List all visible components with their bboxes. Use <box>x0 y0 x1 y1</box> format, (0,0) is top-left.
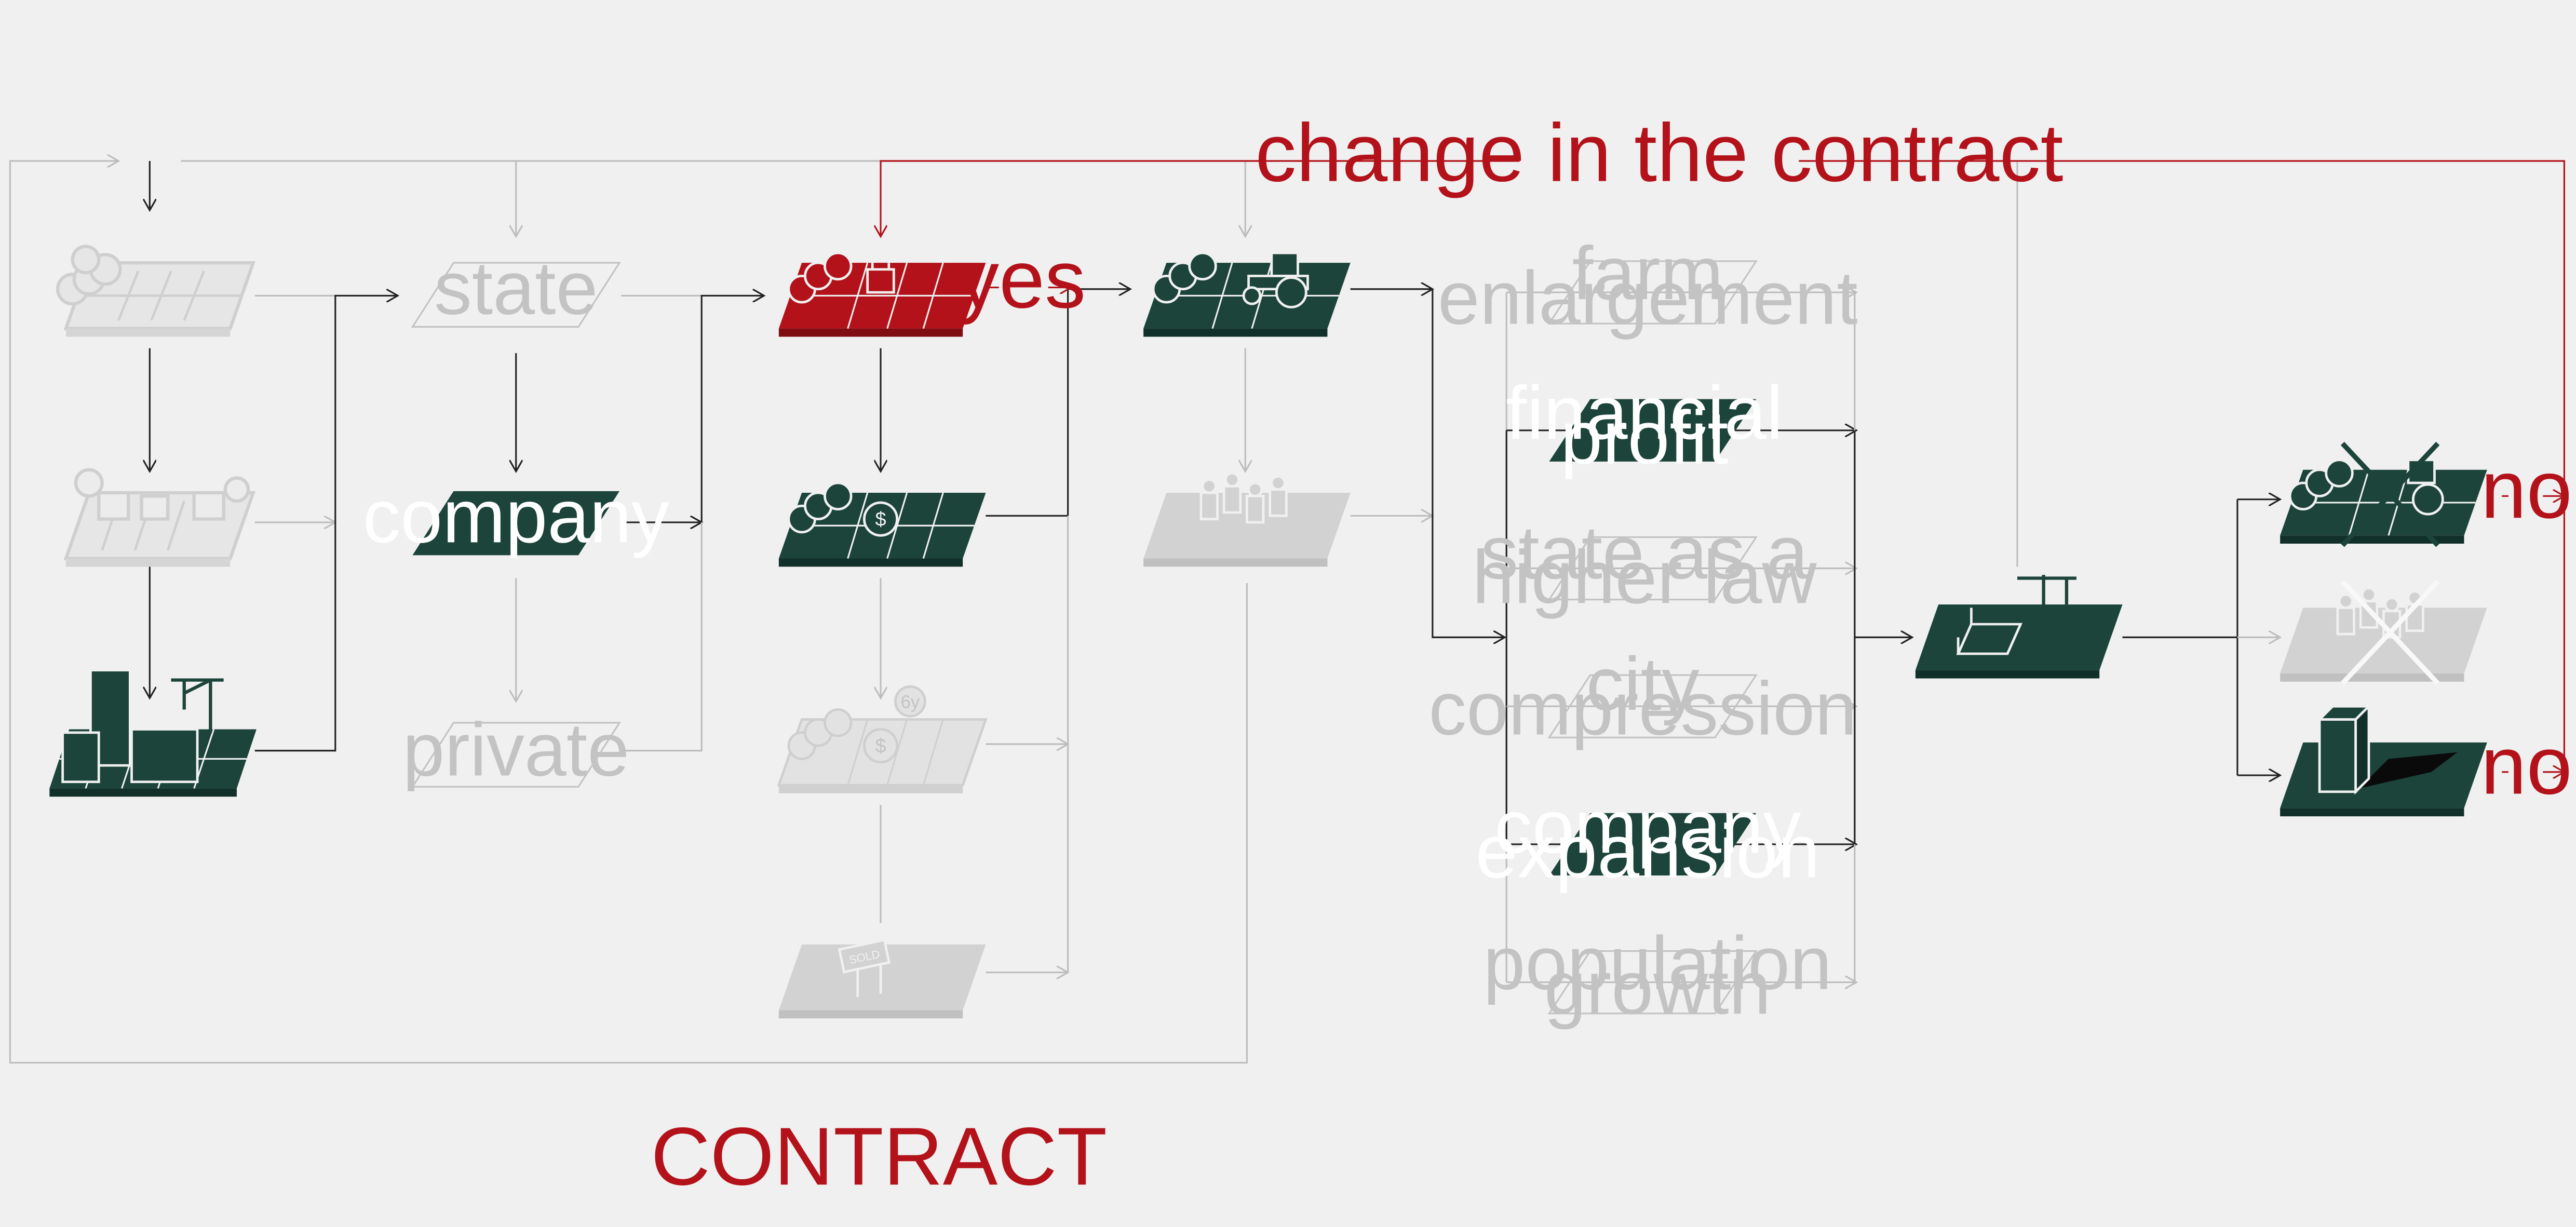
farmland-forest-icon <box>56 245 256 337</box>
goal-company-expansion: company expansion <box>1476 784 1820 893</box>
land-lease-icon: $ 6y <box>777 685 988 793</box>
contract-title: CONTRACT <box>651 1110 1108 1202</box>
land-money-icon: $ <box>778 481 986 567</box>
no-label-top: no <box>2481 443 2572 535</box>
goal-state-higher-law: state as a higher law <box>1472 510 1817 619</box>
owner-state-node: state <box>411 246 621 330</box>
crossed-people-icon <box>2280 579 2487 685</box>
crossed-tractor-farm-icon <box>2280 441 2487 547</box>
city-construction-icon <box>49 669 257 797</box>
svg-text:profit: profit <box>1560 395 1728 480</box>
goal-financial-profit: financial profit <box>1506 370 1783 479</box>
owner-state-label: state <box>434 246 598 330</box>
svg-text:farm: farm <box>1572 231 1723 315</box>
owner-private-node: private <box>402 707 629 792</box>
svg-text:growth: growth <box>1544 945 1771 1030</box>
people-land-icon <box>1143 471 1351 567</box>
building-shadow-icon <box>2280 703 2487 817</box>
village-icon <box>63 468 256 567</box>
svg-text:compression: compression <box>1428 666 1857 750</box>
owner-private-label: private <box>402 707 629 792</box>
tractor-farm-icon <box>1143 251 1351 337</box>
no-label-bottom: no <box>2481 720 2572 812</box>
svg-text:city: city <box>1586 641 1700 726</box>
svg-text:population: population <box>1483 921 1832 1005</box>
svg-text:financial: financial <box>1506 370 1783 455</box>
goal-city-compression: city compression <box>1428 641 1857 750</box>
goals-list: farm enlargement financial profit state … <box>1428 231 1857 1030</box>
construction-site-icon <box>1915 575 2123 679</box>
svg-text:$: $ <box>875 508 886 530</box>
yes-label: yes <box>958 233 1086 325</box>
svg-text:company: company <box>1494 784 1801 869</box>
svg-text:$: $ <box>875 735 886 757</box>
goal-population-growth: population growth <box>1483 921 1832 1030</box>
years-badge: 6y <box>901 692 920 712</box>
sold-land-icon: SOLD <box>778 938 986 1019</box>
svg-text:state as a: state as a <box>1480 510 1808 595</box>
owner-company-node: company <box>363 474 670 558</box>
svg-text:enlargement: enlargement <box>1438 255 1858 340</box>
goal-farm-enlargement: farm enlargement <box>1438 231 1858 340</box>
locked-land-icon <box>778 250 986 337</box>
svg-text:higher law: higher law <box>1472 534 1817 619</box>
change-in-contract-label: change in the contract <box>1255 107 2063 199</box>
owner-company-label: company <box>363 474 670 558</box>
connectors <box>9 161 2564 1064</box>
svg-text:expansion: expansion <box>1476 809 1820 894</box>
